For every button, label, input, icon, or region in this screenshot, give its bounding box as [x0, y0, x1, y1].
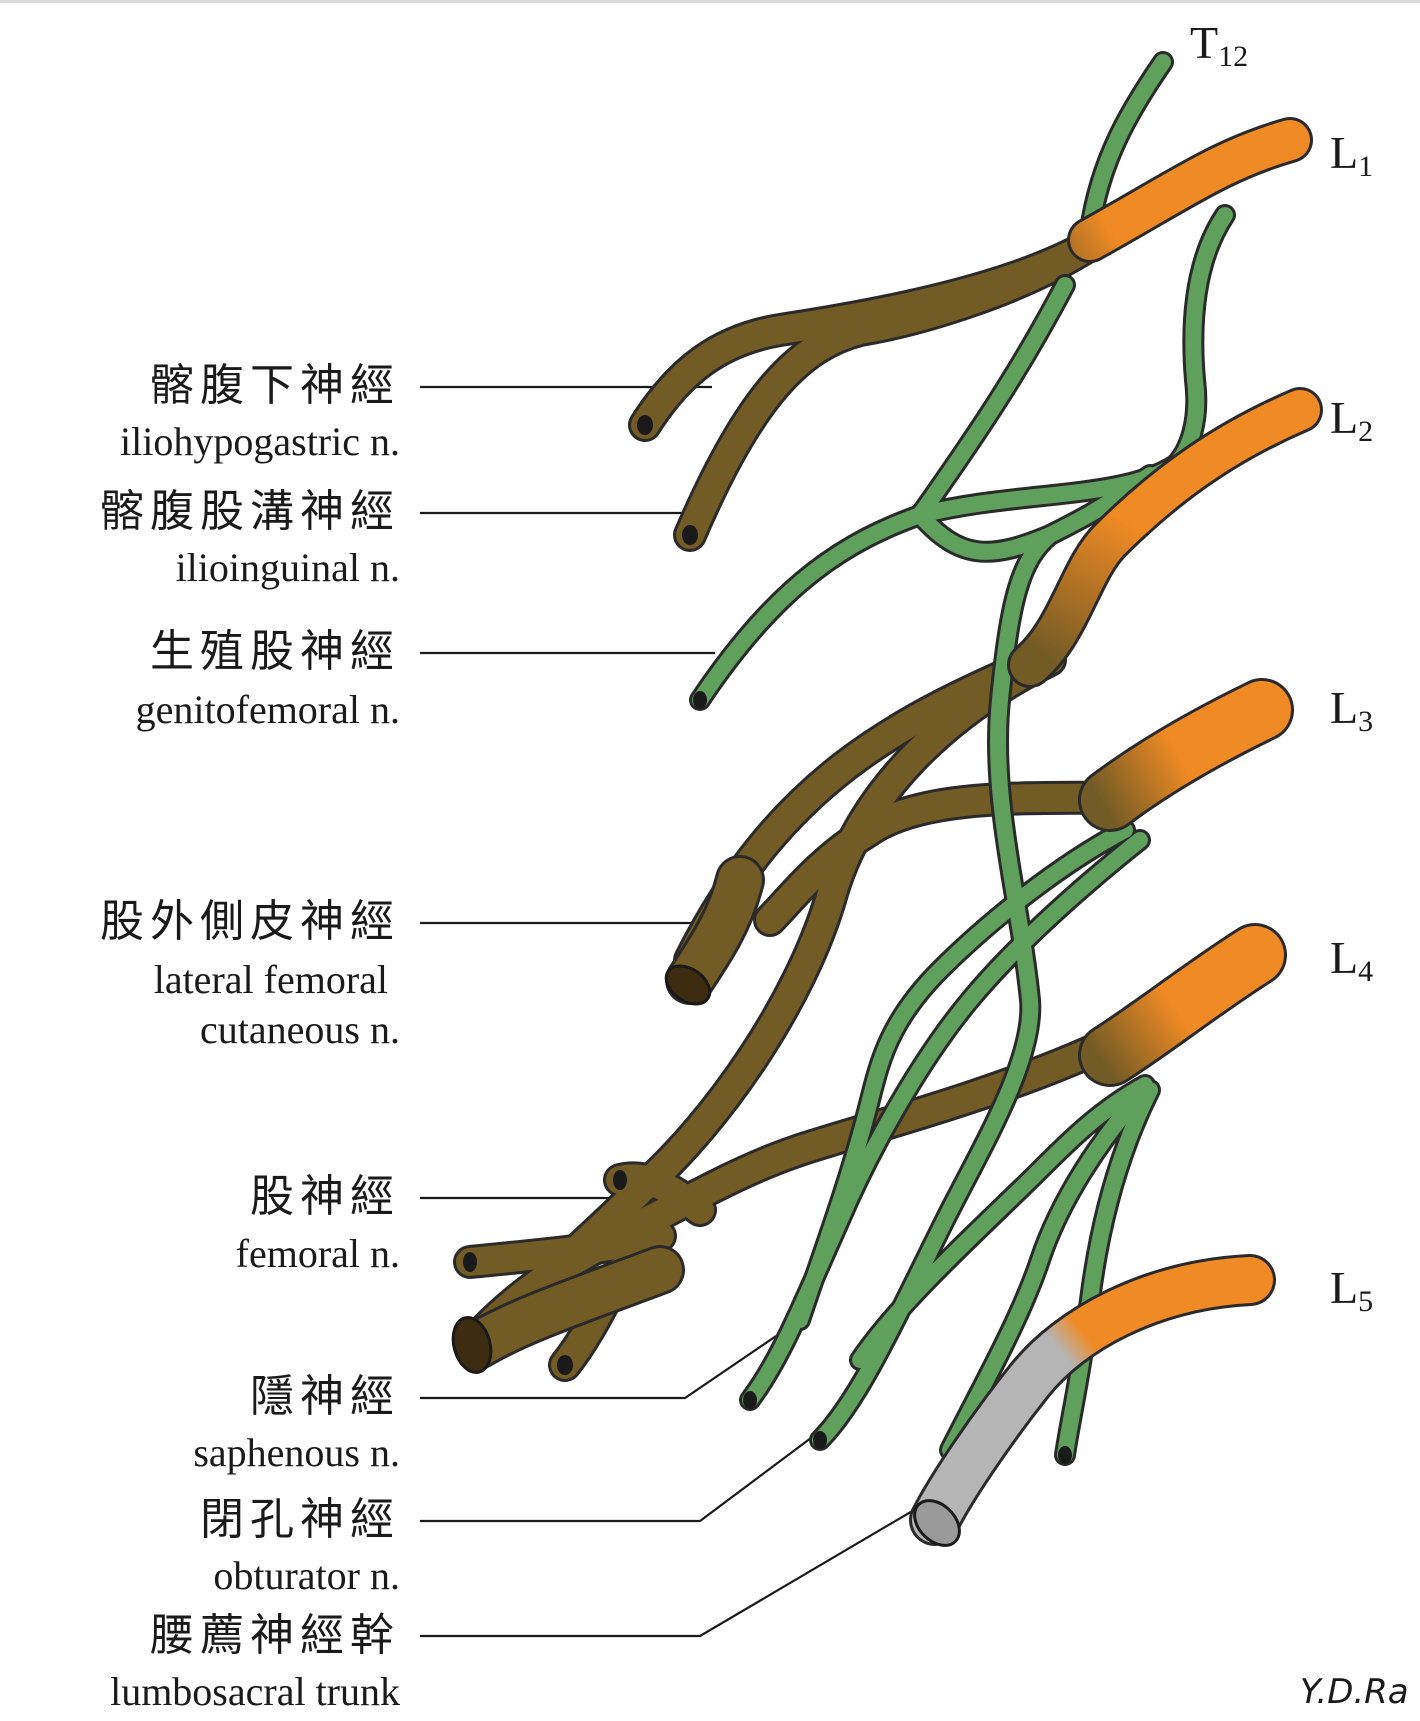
segment-label-t12: T12 — [1190, 20, 1248, 72]
segment-label-l5: L5 — [1330, 1265, 1373, 1317]
genitofemoral-label-en: genitofemoral n. — [136, 690, 400, 730]
femoral-label-zh: 股神經 — [250, 1175, 400, 1219]
saphenous-label-zh: 隱神經 — [250, 1375, 400, 1419]
lumbosacral-trunk-label-zh: 腰薦神經幹 — [150, 1614, 400, 1658]
artist-signature: Y.D.Ra — [1300, 1672, 1409, 1712]
leader-obturator — [420, 1420, 835, 1521]
femoral-label-en: femoral n. — [236, 1234, 400, 1274]
ilioinguinal-label-en: ilioinguinal n. — [176, 548, 400, 588]
leader-lumbosacral-trunk — [420, 1480, 965, 1636]
segment-label-l2: L2 — [1330, 395, 1373, 447]
posterior-nerves — [447, 245, 1135, 1377]
genitofemoral-label-zh: 生殖股神經 — [150, 630, 400, 674]
ilioinguinal-label-zh: 髂腹股溝神經 — [100, 490, 400, 534]
lateral-femoral-cutaneous-label-en-line2: cutaneous n. — [200, 1010, 400, 1050]
saphenous-label-en: saphenous n. — [193, 1433, 400, 1473]
obturator-label-zh: 閉孔神經 — [200, 1498, 400, 1542]
iliohypogastric-label-en: iliohypogastric n. — [120, 422, 400, 462]
leader-lines — [420, 387, 965, 1636]
segment-label-l3: L3 — [1330, 685, 1373, 737]
segment-label-l4: L4 — [1330, 935, 1373, 987]
lateral-femoral-cutaneous-label-zh: 股外側皮神經 — [100, 900, 400, 944]
lateral-femoral-cutaneous-label-en-line1: lateral femoral — [154, 960, 388, 1000]
segment-label-l1: L1 — [1330, 130, 1373, 182]
lumbosacral-trunk-label-en: lumbosacral trunk — [110, 1672, 400, 1712]
obturator-label-en: obturator n. — [213, 1556, 400, 1596]
iliohypogastric-label-zh: 髂腹下神經 — [150, 364, 400, 408]
